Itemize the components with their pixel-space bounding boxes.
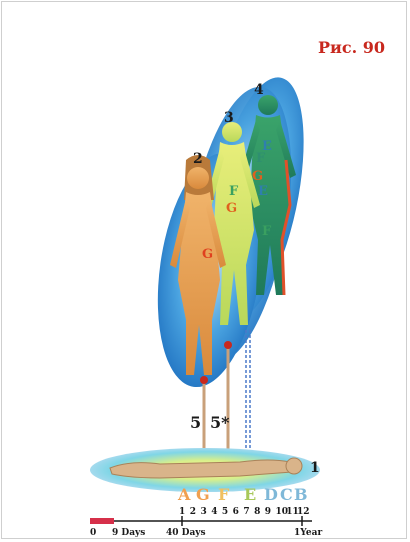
layer-letter-D: D [264,485,278,504]
layer-letter-F: F [218,485,230,504]
timeline-month-1: 1 [179,507,185,517]
body-letter-6: E [262,139,272,154]
timeline [90,516,312,526]
body-letter-7: F [262,224,272,239]
timeline-month-7: 7 [243,507,249,517]
timeline-month-6: 6 [233,507,239,517]
body-letter-4: G [252,169,263,184]
timeline-month-8: 8 [254,507,260,517]
layer-letter-B: B [294,485,308,504]
body-letter-1: G [202,247,213,262]
label-4: 4 [254,82,264,98]
body-letter-3: F [229,184,239,199]
timeline-year-label: 1Year [294,528,322,538]
body-letter-8: E [258,184,268,199]
timeline-40-days-label: 40 Days [166,528,206,538]
label-2: 2 [193,151,203,167]
layer-letter-C: C [280,485,293,504]
layer-letter-G: G [196,485,210,504]
timeline-month-12: 12 [297,507,310,517]
body-letter-2: G [226,201,237,216]
timeline-9-days-label: 9 Days [112,528,145,538]
layer-letter-E: E [244,485,256,504]
timeline-month-3: 3 [201,507,207,517]
label-1: 1 [310,460,320,476]
timeline-first-9-days [90,518,114,524]
label-5: 5 [190,413,201,432]
timeline-month-4: 4 [211,507,217,517]
layer-letter-A: A [177,485,191,504]
timeline-month-2: 2 [190,507,196,517]
timeline-month-5: 5 [222,507,228,517]
label-5-star: 5* [210,413,230,432]
timeline-start-label: 0 [90,528,96,538]
label-3: 3 [224,110,234,126]
timeline-month-9: 9 [265,507,271,517]
